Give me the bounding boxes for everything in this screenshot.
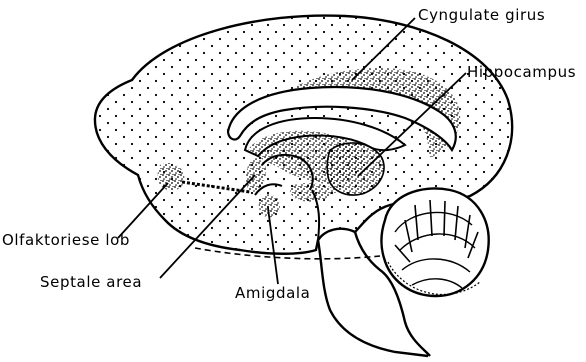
cerebellum [381,188,488,296]
label-amigdala: Amigdala [235,284,310,302]
hippocampus-region [327,143,384,195]
label-olfaktoriese-lob: Olfaktoriese lob [2,231,130,249]
label-septale-area: Septale area [40,273,142,291]
label-cyngulate-girus: Cyngulate girus [418,6,545,24]
label-hippocampus: Hippocampus [467,63,576,81]
